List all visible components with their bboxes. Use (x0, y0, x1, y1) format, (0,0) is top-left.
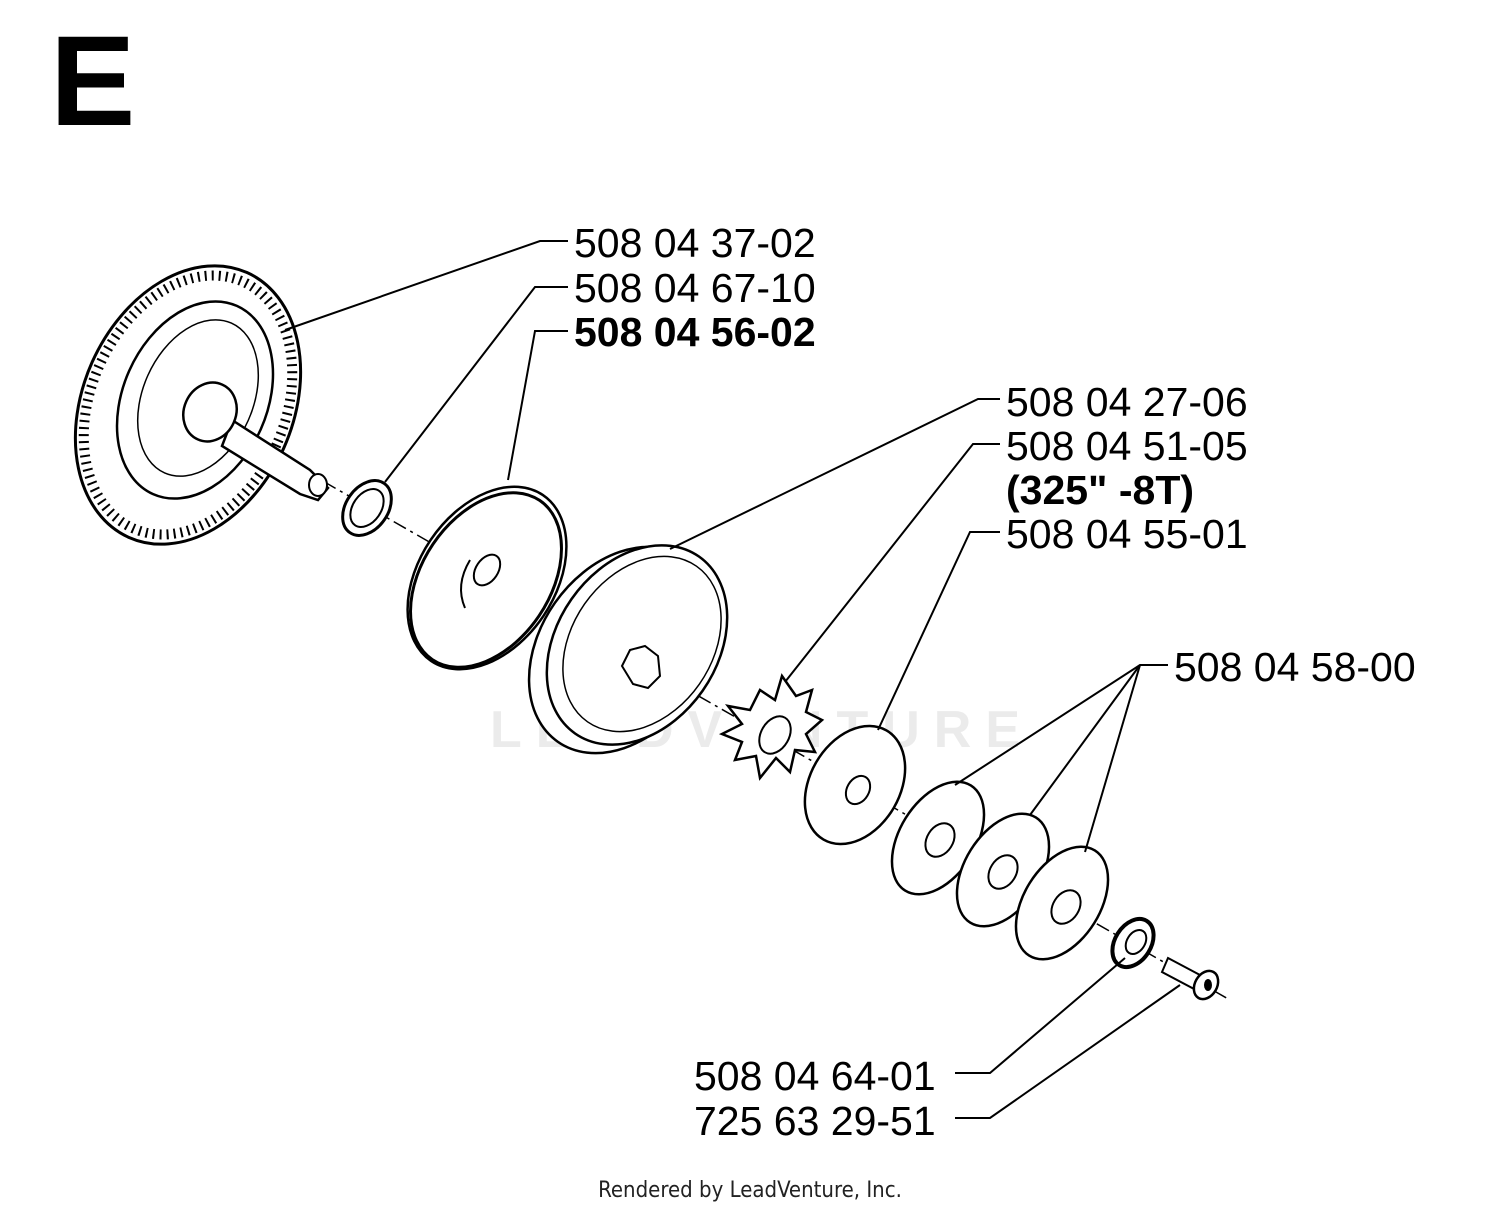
nut[interactable] (1104, 911, 1162, 974)
screw[interactable] (1160, 956, 1223, 1003)
guide-washer[interactable] (785, 708, 926, 862)
part-labels: 508 04 37-02 508 04 67-10 508 04 56-02 5… (574, 220, 1416, 1144)
part-label-1[interactable]: 508 04 37-02 (574, 220, 816, 266)
part-label-8[interactable]: 508 04 64-01 (694, 1053, 936, 1099)
part-label-5[interactable]: 508 04 51-05 (1006, 423, 1248, 469)
bevel-gear-shaft[interactable] (33, 230, 343, 580)
part-label-3[interactable]: 508 04 56-02 (574, 309, 816, 355)
section-letter: E (50, 10, 136, 153)
cover-plate[interactable] (375, 457, 600, 699)
clutch-drum[interactable] (491, 511, 765, 789)
sprocket[interactable] (718, 673, 825, 781)
part-label-4[interactable]: 508 04 27-06 (1006, 379, 1248, 425)
part-label-9[interactable]: 725 63 29-51 (694, 1098, 936, 1144)
part-label-5-note: (325" -8T) (1006, 467, 1194, 513)
leader-lines (284, 240, 1181, 1119)
part-label-2[interactable]: 508 04 67-10 (574, 265, 816, 311)
credit-footer: Rendered by LeadVenture, Inc. (598, 1178, 902, 1203)
part-label-6[interactable]: 508 04 55-01 (1006, 511, 1248, 557)
spring-washers[interactable] (873, 765, 1127, 975)
part-label-7[interactable]: 508 04 58-00 (1174, 644, 1416, 690)
washer-small[interactable] (333, 471, 402, 544)
